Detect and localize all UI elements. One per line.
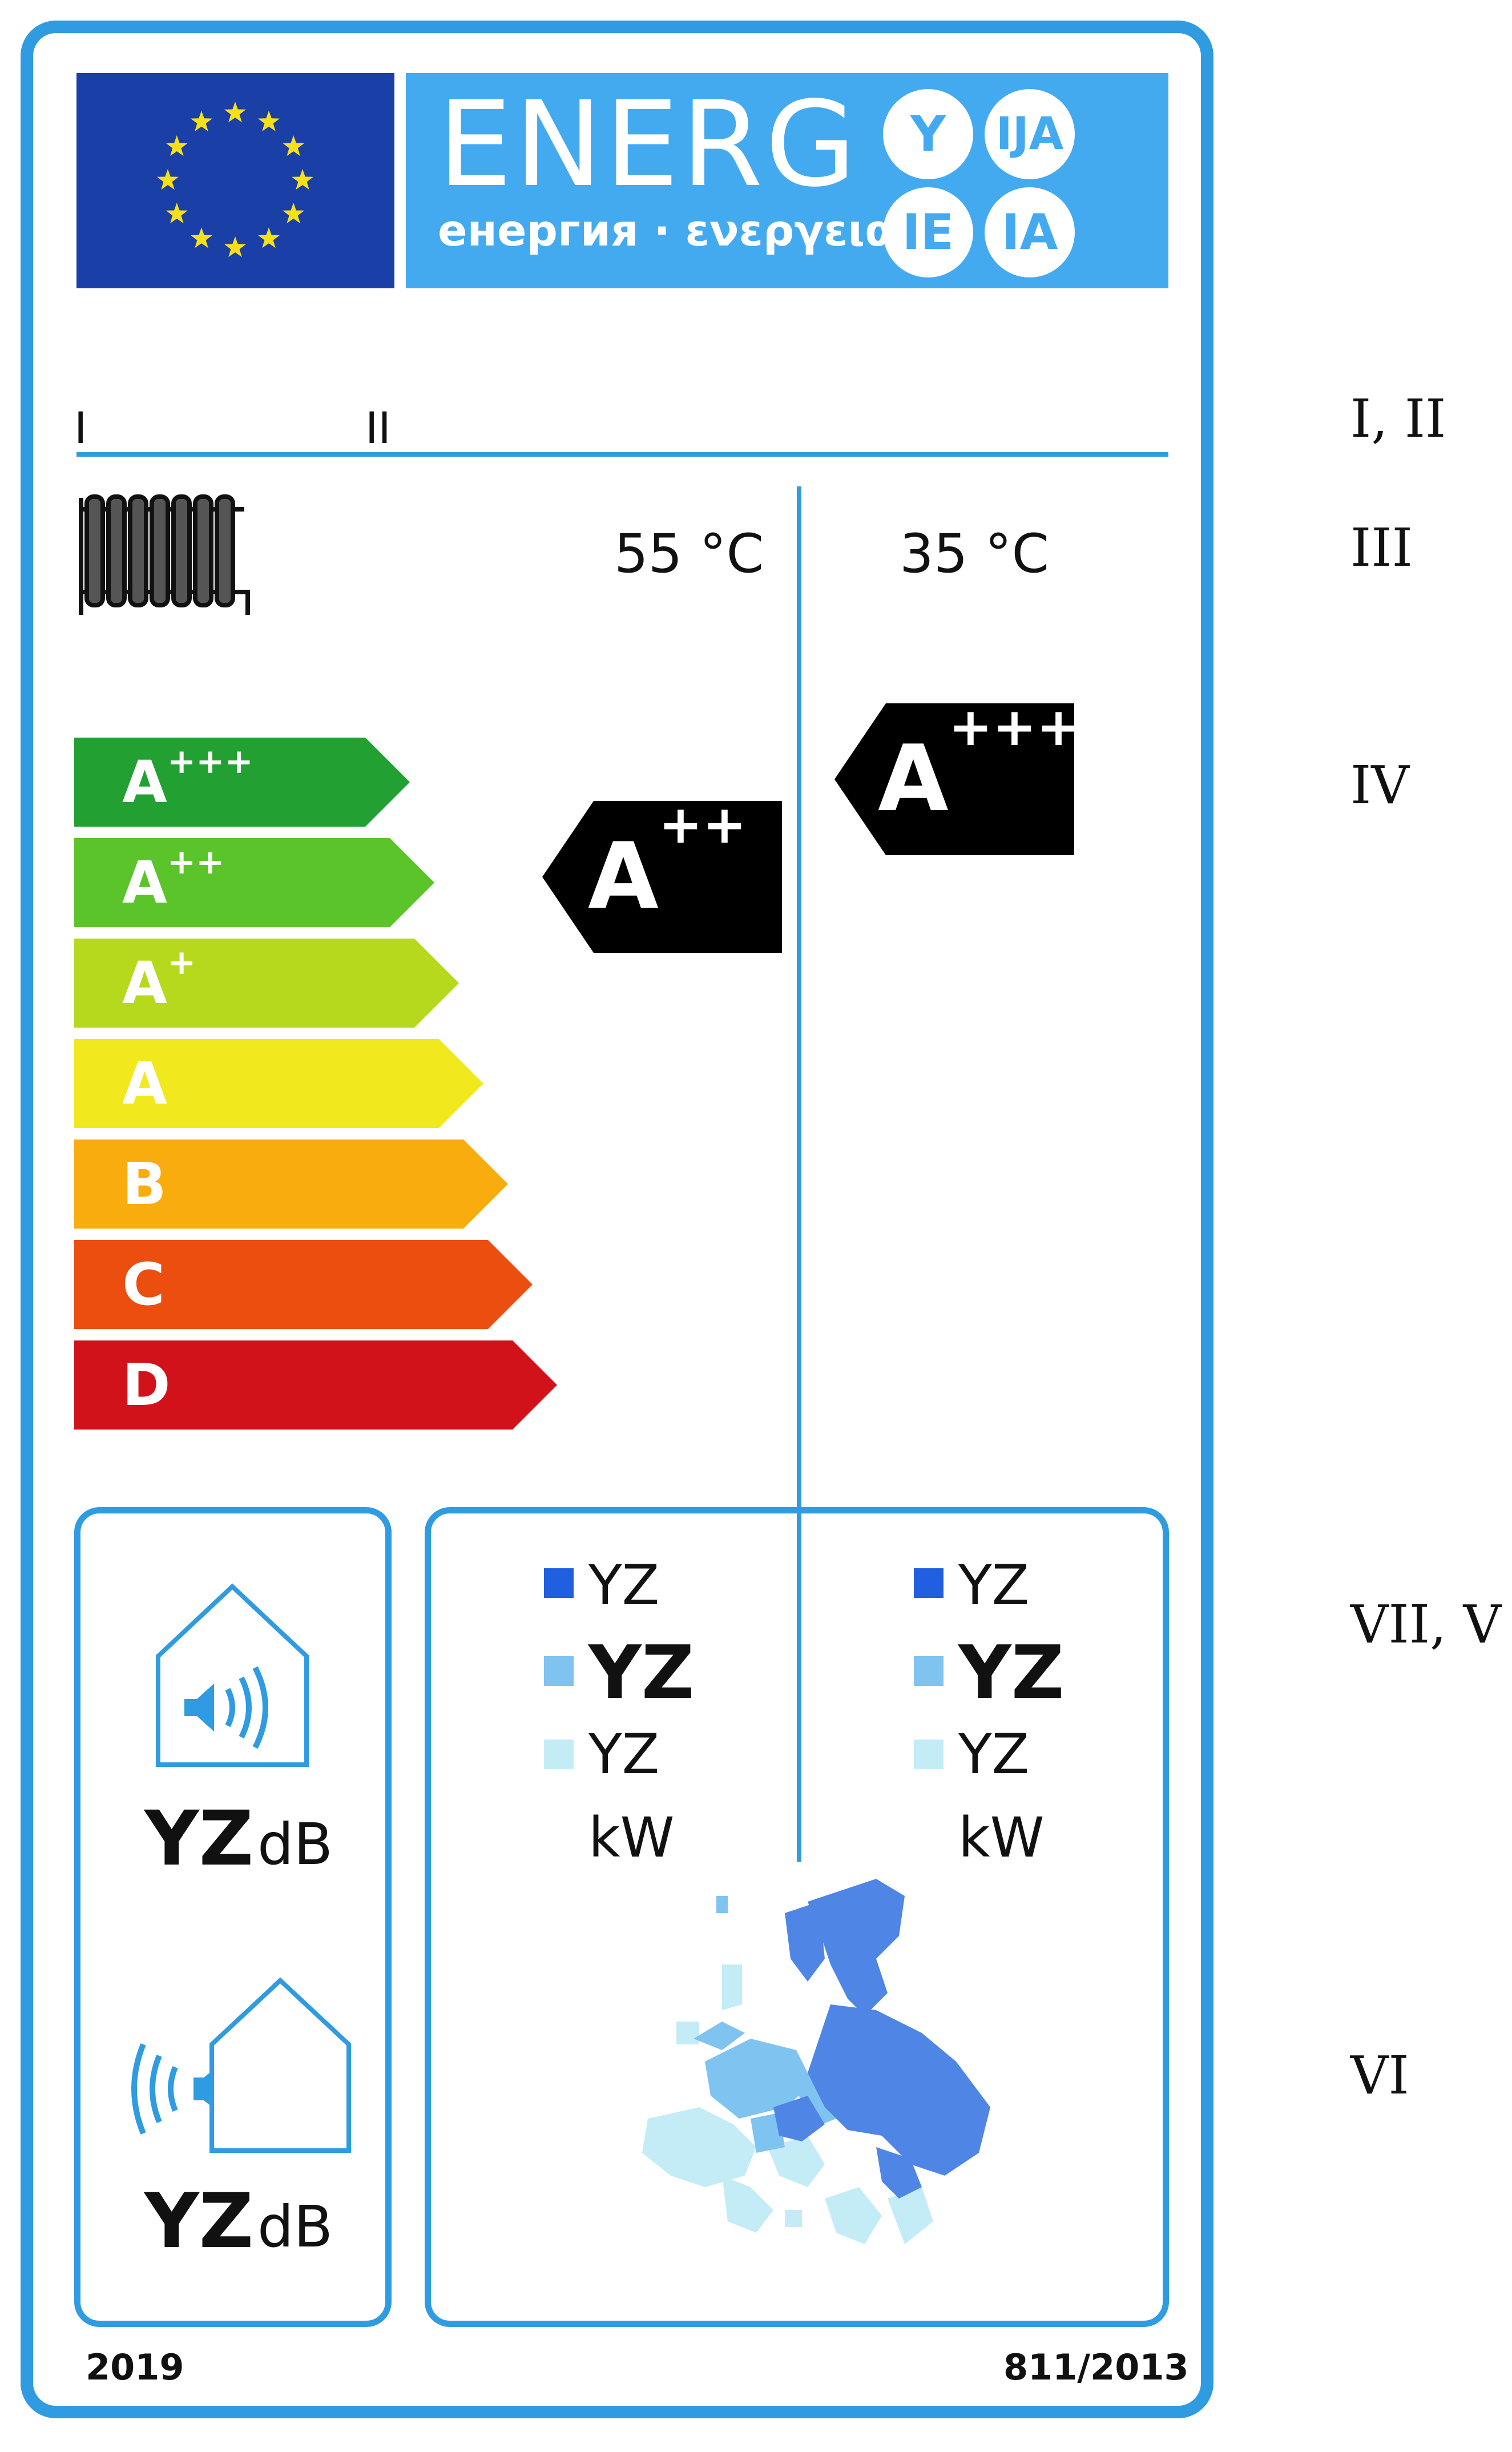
output-unit-55: kW <box>588 1806 675 1870</box>
annotation-vii-v: VII, V <box>1350 1594 1502 1655</box>
eu-star-icon <box>191 110 212 131</box>
label-frame <box>21 21 1213 2418</box>
language-badge-3: IE <box>883 187 973 277</box>
heat-output-panel: YZ YZ YZ kW YZ YZ YZ kW <box>425 1507 1169 2327</box>
scale-class-label: D <box>122 1351 171 1419</box>
eu-star-icon <box>166 203 188 224</box>
average-zone-output-55: YZ <box>588 1630 695 1716</box>
rating-arrow-35: A+++ <box>834 700 1080 855</box>
warm-zone-swatch-35 <box>914 1740 944 1769</box>
energy-subtitle: енергия · ενεργεια <box>438 205 895 256</box>
eu-star-icon <box>224 102 246 123</box>
indoor-noise-value: YZ <box>144 1795 254 1883</box>
scale-class-label: A++ <box>122 842 225 917</box>
eu-star-icon <box>166 135 188 156</box>
footer-year: 2019 <box>86 2346 184 2388</box>
footer-regulation: 811/2013 <box>1003 2346 1189 2388</box>
cold-zone-swatch <box>544 1568 574 1598</box>
outdoor-sound-icon <box>131 1977 351 2153</box>
language-badge-2: IJA <box>985 89 1075 179</box>
supplier-field-i: I <box>74 402 87 453</box>
header-divider <box>76 452 1168 457</box>
model-field-ii: II <box>365 402 391 453</box>
noise-panel: YZ dB YZ dB <box>74 1507 392 2327</box>
indoor-noise-unit: dB <box>257 1811 333 1878</box>
cold-zone-output-55: YZ <box>588 1553 660 1617</box>
scale-class-label: C <box>122 1251 165 1319</box>
rating-35-text: A+++ <box>878 696 1081 832</box>
scale-arrow-ap: A+ <box>74 939 459 1028</box>
column-divider <box>797 486 801 1514</box>
average-zone-swatch <box>544 1656 574 1686</box>
energy-banner: ENERG енергия · ενεργεια Y IJA IE IA <box>406 73 1168 288</box>
outdoor-noise-value: YZ <box>144 2177 254 2265</box>
scale-class-label: B <box>122 1150 167 1218</box>
eu-star-icon <box>224 236 246 257</box>
eu-star-icon <box>283 203 305 224</box>
europe-climate-map <box>642 1879 990 2244</box>
rating-arrow-55: A++ <box>542 794 782 953</box>
energy-word: ENERG <box>438 76 859 213</box>
eu-star-icon <box>191 227 212 248</box>
warm-zone-swatch <box>544 1740 574 1769</box>
scale-arrow-b: B <box>74 1140 508 1229</box>
panel-column-divider <box>797 1513 801 1862</box>
radiator-icon <box>79 494 250 615</box>
scale-arrow-c: C <box>74 1240 533 1329</box>
outdoor-noise-unit: dB <box>257 2193 333 2260</box>
scale-class-label: A+ <box>122 943 196 1017</box>
cold-zone-output-35: YZ <box>958 1553 1030 1617</box>
annotation-iii: III <box>1350 517 1413 578</box>
warm-zone-output-55: YZ <box>588 1722 660 1786</box>
eu-star-icon <box>157 169 179 190</box>
temperature-55: 55 °C <box>614 523 764 585</box>
annotation-i-ii: I, II <box>1350 388 1446 449</box>
cold-zone-swatch-35 <box>914 1568 944 1598</box>
language-badge-1: Y <box>883 89 973 179</box>
warm-zone-output-35: YZ <box>958 1722 1030 1786</box>
eu-star-icon <box>292 169 313 190</box>
indoor-sound-icon <box>156 1583 309 1767</box>
average-zone-swatch-35 <box>914 1656 944 1686</box>
eu-star-icon <box>258 110 280 131</box>
eu-flag <box>76 73 394 288</box>
rating-55-text: A++ <box>588 794 747 929</box>
scale-class-label: A <box>122 1050 167 1118</box>
scale-arrow-a: A <box>74 1039 483 1128</box>
output-unit-35: kW <box>958 1806 1045 1870</box>
eu-star-icon <box>283 135 305 156</box>
annotation-iv: IV <box>1350 755 1409 816</box>
scale-arrow-d: D <box>74 1340 557 1430</box>
annotation-vi: VI <box>1350 2045 1409 2106</box>
scale-arrow-appp: A+++ <box>74 738 410 827</box>
average-zone-output-35: YZ <box>958 1630 1065 1716</box>
language-badge-4: IA <box>985 187 1075 277</box>
temperature-35: 35 °C <box>900 523 1050 585</box>
scale-arrow-app: A++ <box>74 838 434 927</box>
scale-class-label: A+++ <box>122 742 253 816</box>
eu-star-icon <box>258 227 280 248</box>
eu-stars-icon <box>157 102 313 257</box>
